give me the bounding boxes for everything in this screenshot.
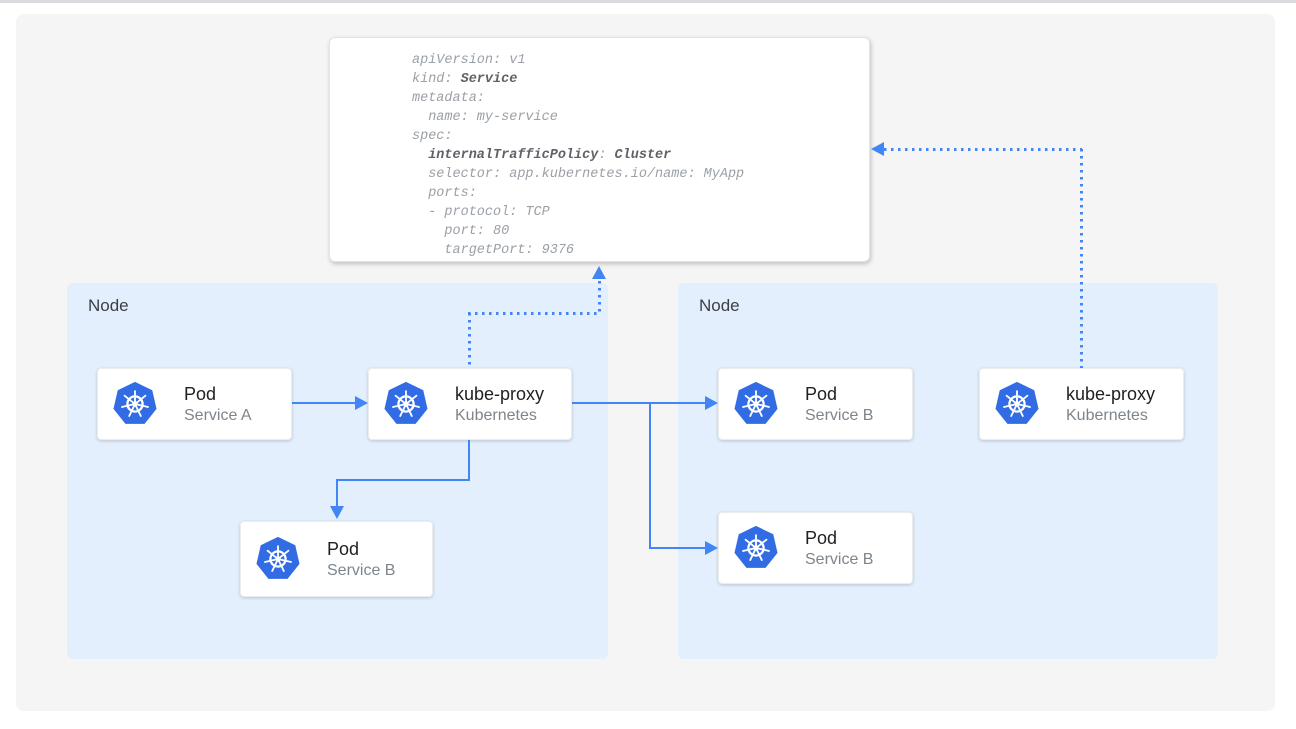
kubernetes-icon <box>112 381 158 427</box>
pod-service-b-left-card: Pod Service B <box>240 521 433 597</box>
arrowhead-left-icon <box>871 142 884 156</box>
pod-service-b-right-top-card: Pod Service B <box>718 368 913 440</box>
arrow-branch-to-bottom-pod <box>649 547 706 549</box>
kube-proxy-left-card: kube-proxy Kubernetes <box>368 368 572 440</box>
yaml-line: port: 80 <box>412 224 510 239</box>
card-subtitle: Service B <box>805 406 874 424</box>
arrowhead-up-icon <box>592 266 606 279</box>
card-subtitle: Service B <box>805 550 874 568</box>
arrow-pod-a-to-kube-proxy <box>292 402 356 404</box>
yaml-line: selector: app.kubernetes.io/name: MyApp <box>412 167 745 182</box>
arrowhead-right-icon <box>355 396 368 410</box>
card-text: Pod Service B <box>327 538 395 581</box>
kubernetes-icon <box>733 525 779 571</box>
pod-service-b-right-bottom-card: Pod Service B <box>718 512 913 584</box>
arrow-kube-proxy-left <box>336 479 470 481</box>
yaml-line: ports: <box>412 186 477 201</box>
node-right: Node <box>678 283 1218 659</box>
page-top-border <box>0 0 1296 3</box>
yaml-line: apiVersion: v1 <box>412 53 526 68</box>
pod-service-a-card: Pod Service A <box>97 368 292 440</box>
dotted-left-to-yaml <box>598 281 601 313</box>
arrow-branch-down <box>649 402 651 548</box>
arrow-kube-proxy-down <box>468 440 470 481</box>
yaml-line: metadata: <box>412 91 485 106</box>
card-text: Pod Service A <box>184 383 252 426</box>
card-text: kube-proxy Kubernetes <box>455 383 544 426</box>
arrow-kube-proxy-to-right-pods <box>572 402 706 404</box>
card-title: Pod <box>184 383 217 404</box>
card-text: Pod Service B <box>805 527 873 570</box>
card-text: Pod Service B <box>805 383 873 426</box>
card-subtitle: Service B <box>327 561 396 579</box>
dotted-left-horizontal <box>468 312 601 315</box>
yaml-line: - protocol: TCP <box>412 205 550 220</box>
arrowhead-down-icon <box>330 506 344 519</box>
yaml-line: name: my-service <box>412 110 558 125</box>
card-title: Pod <box>805 527 838 548</box>
yaml-line: spec: <box>412 129 453 144</box>
kubernetes-icon <box>383 381 429 427</box>
dotted-kube-proxy-right-up <box>1080 149 1083 368</box>
dotted-kube-proxy-left-up <box>468 313 471 368</box>
card-subtitle: Kubernetes <box>1066 406 1148 424</box>
arrowhead-right-icon <box>705 396 718 410</box>
card-title: kube-proxy <box>1066 383 1156 404</box>
arrowhead-right-icon <box>705 541 718 555</box>
card-subtitle: Kubernetes <box>455 406 537 424</box>
card-title: Pod <box>327 538 360 559</box>
yaml-line: kind: Service <box>412 72 518 87</box>
kube-proxy-right-card: kube-proxy Kubernetes <box>979 368 1184 440</box>
service-yaml-code: apiVersion: v1 kind: Service metadata: n… <box>330 38 869 260</box>
kubernetes-icon <box>994 381 1040 427</box>
card-title: Pod <box>805 383 838 404</box>
yaml-line: targetPort: 9376 <box>412 243 575 258</box>
kubernetes-icon <box>255 536 301 582</box>
yaml-line: internalTrafficPolicy: Cluster <box>428 148 672 163</box>
card-title: kube-proxy <box>455 383 545 404</box>
service-yaml-box: apiVersion: v1 kind: Service metadata: n… <box>329 37 870 262</box>
card-subtitle: Service A <box>184 406 252 424</box>
node-right-label: Node <box>699 296 740 315</box>
arrow-to-pod-b-left <box>336 479 338 508</box>
node-left: Node <box>67 283 608 659</box>
card-text: kube-proxy Kubernetes <box>1066 383 1155 426</box>
node-left-label: Node <box>88 296 129 315</box>
dotted-right-horizontal <box>884 148 1082 151</box>
kubernetes-icon <box>733 381 779 427</box>
